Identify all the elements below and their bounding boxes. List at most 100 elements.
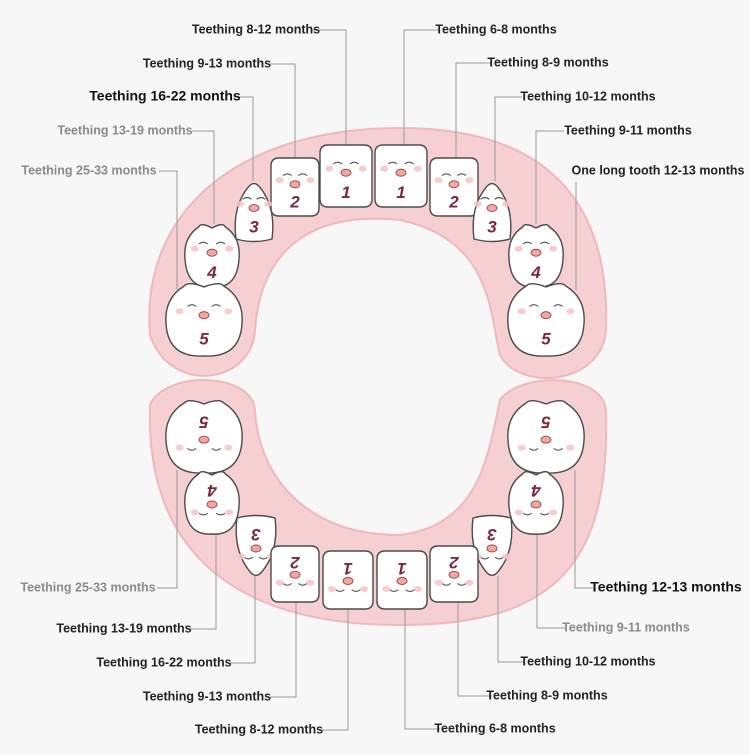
upper-canine-right: 3 [234, 182, 274, 243]
eye [457, 583, 467, 586]
eye [198, 241, 208, 245]
mouth [448, 180, 460, 189]
cheek [465, 579, 474, 586]
leader-line [574, 470, 593, 589]
leader-line [270, 602, 297, 698]
eye [282, 583, 292, 586]
eye [258, 556, 268, 560]
upper-central-incisor-left: 1 [374, 144, 428, 208]
labels-group: Teething 8-12 months Teething 6-8 monthsT… [20, 22, 744, 736]
cheek [566, 444, 575, 451]
eye [404, 161, 414, 165]
tooth-number: 1 [396, 183, 405, 202]
eye [494, 556, 504, 560]
teething-label: Teething 6-8 months [435, 22, 556, 36]
lower-lateral-incisor-left: 2 [429, 545, 479, 603]
eye [335, 589, 345, 593]
tooth-number: 2 [290, 553, 301, 572]
tooth-face [175, 435, 233, 451]
cheek [434, 579, 443, 586]
tooth-number: 3 [487, 217, 497, 236]
cheek [413, 165, 422, 172]
mouth [289, 180, 301, 189]
cheek [380, 165, 389, 172]
leader-line [270, 63, 296, 158]
tooth-number: 3 [249, 217, 259, 236]
leader-line [159, 170, 178, 290]
tooth-number: 2 [449, 553, 460, 572]
upper-lateral-incisor-left: 2 [429, 157, 479, 217]
upper-canine-left: 3 [472, 182, 512, 243]
mouth [540, 311, 552, 320]
tooth-shape [165, 283, 243, 357]
eye [333, 161, 343, 165]
teething-label: Teething 8-12 months [192, 22, 320, 36]
leader-lines [157, 29, 593, 731]
leader-line [455, 62, 492, 158]
tooth-face [382, 577, 422, 593]
mouth [342, 577, 354, 585]
tooth-number: 5 [199, 413, 209, 432]
lower-first-molar-right: 4 [184, 471, 240, 535]
leader-line [457, 602, 492, 697]
tooth-face [514, 500, 558, 516]
cheek [549, 509, 558, 516]
cheek [237, 553, 246, 560]
eye [522, 241, 532, 245]
cheek [517, 444, 526, 451]
tooth-face [473, 196, 511, 212]
tooth-number: 5 [541, 330, 551, 349]
eye [480, 556, 490, 560]
mouth [206, 500, 218, 509]
leader-line [403, 29, 440, 146]
eye [298, 583, 308, 586]
eye [187, 448, 197, 451]
eye [529, 304, 539, 307]
lower-second-molar-right: 5 [165, 400, 243, 474]
tooth-face [517, 435, 575, 451]
leader-line [230, 576, 256, 664]
tooth-number: 1 [343, 559, 352, 578]
teething-label: Teething 10-12 months [520, 654, 655, 668]
eye [540, 512, 550, 516]
tooth-face [328, 577, 368, 593]
eye [349, 161, 359, 165]
teething-label: Teething 16-22 months [96, 655, 231, 669]
lower-second-molar-left: 5 [507, 400, 585, 474]
cheek [328, 585, 336, 592]
tooth-face [434, 173, 474, 189]
cheek [414, 585, 422, 592]
cheek [225, 509, 234, 516]
cheek [566, 308, 575, 315]
lower-first-molar-left: 4 [508, 471, 564, 535]
tooth-face [380, 161, 422, 177]
cheek [325, 165, 334, 172]
cheek [264, 201, 273, 207]
cheek [514, 509, 523, 516]
eye [351, 589, 361, 593]
eye [522, 512, 532, 516]
teething-label: Teething 13-19 months [56, 621, 191, 635]
teething-label: Teething 9-11 months [564, 123, 692, 137]
eye [211, 448, 221, 451]
tooth-face [175, 304, 233, 320]
cheek [224, 444, 233, 451]
tooth-number: 2 [289, 193, 300, 212]
eye [441, 173, 451, 176]
teething-label: Teething 9-13 months [143, 689, 271, 703]
leader-line [234, 96, 254, 181]
cheek [225, 245, 234, 252]
eye [441, 583, 451, 586]
teething-label: Teething 13-19 months [57, 123, 192, 137]
eye [494, 196, 504, 200]
tooth-face [517, 304, 575, 320]
teething-label: Teething 16-22 months [89, 88, 241, 104]
cheek [473, 201, 482, 207]
teething-label: Teething 9-11 months [562, 620, 690, 634]
eye [282, 173, 292, 176]
eye [216, 241, 226, 245]
leader-line [497, 576, 523, 663]
eye [553, 448, 563, 451]
leader-line [536, 533, 565, 629]
